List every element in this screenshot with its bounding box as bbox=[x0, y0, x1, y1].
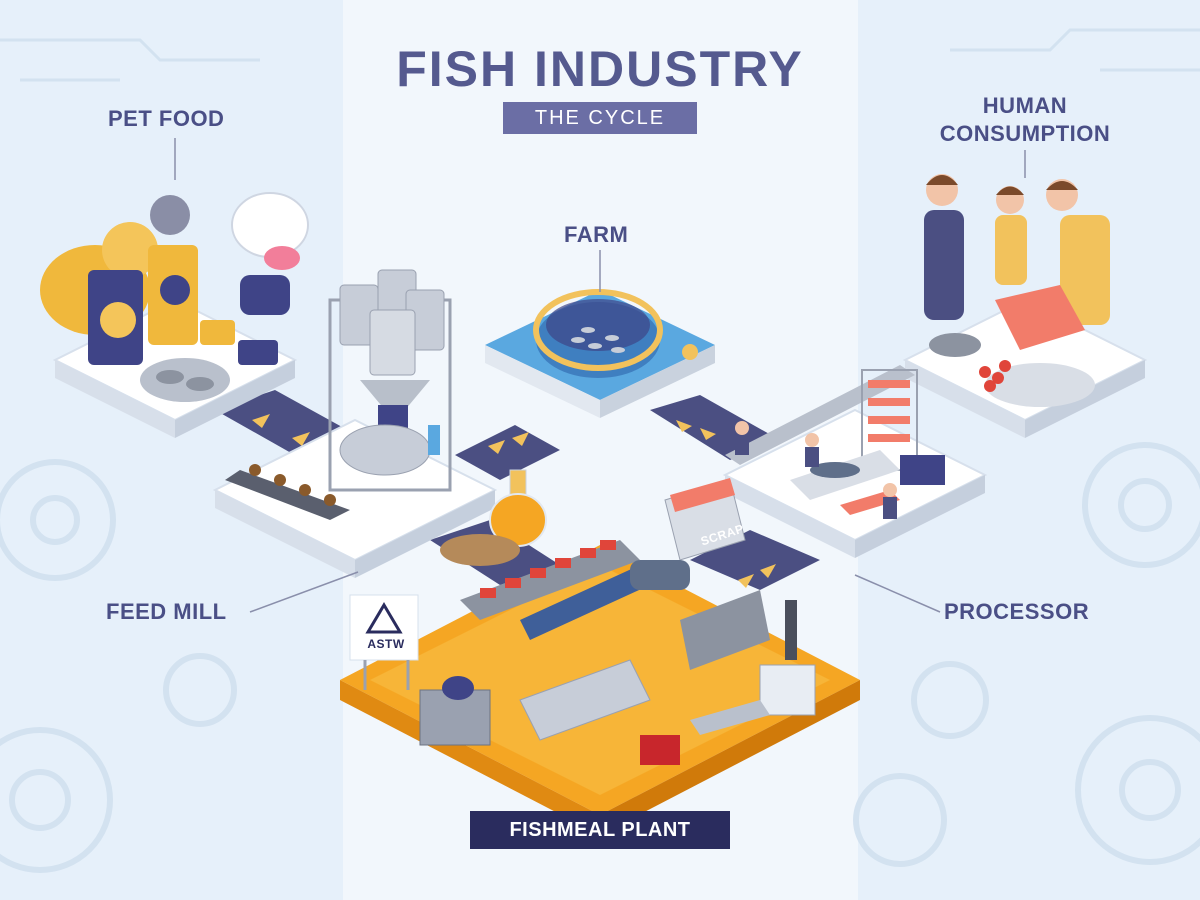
processor-scene bbox=[664, 365, 988, 561]
pet-food-scene bbox=[40, 192, 309, 438]
fishmeal-plant-scene bbox=[340, 540, 860, 835]
stage-label-processor: PROCESSOR bbox=[944, 599, 1090, 624]
stage-label-pet-food: PET FOOD bbox=[108, 106, 225, 131]
stage-label-feed-mill: FEED MILL bbox=[106, 599, 227, 624]
gear-decoration-left bbox=[0, 459, 237, 873]
fishmeal-pile bbox=[440, 534, 520, 566]
astw-sign bbox=[349, 594, 419, 690]
circuit-lines bbox=[0, 28, 1200, 82]
stage-label-human-consumption: HUMAN CONSUMPTION bbox=[900, 92, 1150, 148]
gear-decoration-right bbox=[853, 442, 1200, 867]
stage-label-human-line1: HUMAN bbox=[982, 93, 1068, 118]
stage-label-human-line2: CONSUMPTION bbox=[939, 121, 1111, 146]
page-subtitle: THE CYCLE bbox=[503, 102, 697, 134]
feed-mill-scene bbox=[212, 269, 498, 578]
farm-scene bbox=[485, 289, 715, 418]
stage-label-fishmeal-plant: FISHMEAL PLANT bbox=[470, 811, 730, 849]
label-leader-lines bbox=[174, 138, 1026, 613]
human-consumption-scene bbox=[902, 174, 1148, 438]
stage-label-farm: FARM bbox=[564, 222, 629, 247]
page-title: FISH INDUSTRY bbox=[396, 41, 804, 97]
astw-logo-text: ASTW bbox=[367, 637, 405, 651]
